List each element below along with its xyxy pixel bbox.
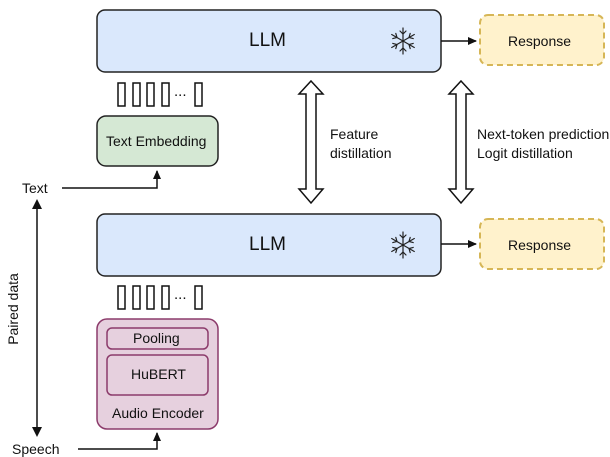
text-embedding-label: Text Embedding [106,133,207,149]
top-response-label: Response [508,33,572,49]
top-llm-label: LLM [249,30,286,51]
snowflake-icon [391,231,415,259]
text-token-ellipsis: ... [174,83,187,100]
audio-token-sequence [117,285,203,310]
pooling-box [106,327,209,350]
hubert-label: HuBERT [131,366,186,382]
logit-distillation-arrow [447,79,475,205]
bottom-llm-label: LLM [249,234,286,255]
text-embedding-box [96,115,219,167]
text-input-label: Text [22,180,48,196]
top-response-box [479,14,605,66]
snowflake-icon [391,27,415,55]
feature-distillation-arrow [297,79,325,205]
feature-distillation-label: Feature distillation [330,126,392,161]
audio-token-ellipsis: ... [174,286,187,303]
text-input-arrow [62,170,161,189]
logit-distillation-label: Next-token prediction Logit distillation [477,126,610,161]
bottom-response-label: Response [508,237,572,253]
speech-input-label: Speech [12,441,60,457]
pooling-label: Pooling [133,330,180,346]
hubert-box [106,354,209,396]
paired-data-label: Paired data [4,273,21,345]
text-token-sequence [117,82,203,107]
speech-input-arrow [78,432,161,450]
audio-encoder-label: Audio Encoder [112,405,204,421]
bottom-response-box [479,218,605,270]
bottom-llm-box [96,213,442,277]
